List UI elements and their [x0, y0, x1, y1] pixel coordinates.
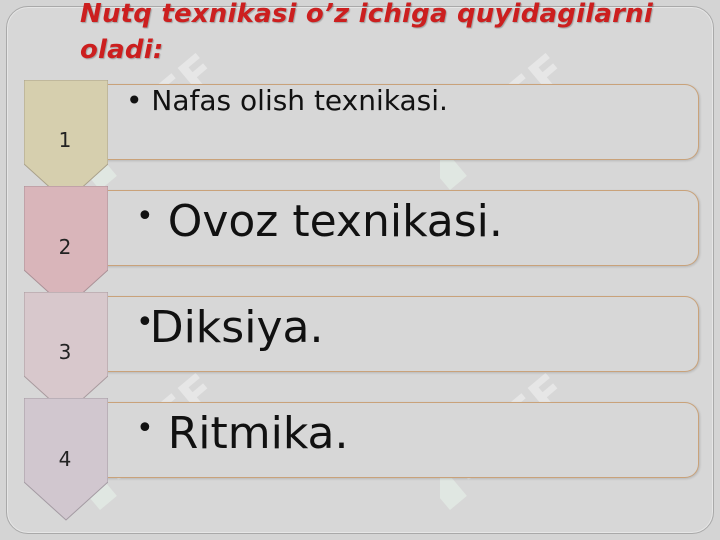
list-item-box-4 — [104, 402, 699, 478]
chevron-1 — [24, 80, 108, 203]
list-item-text-3: Diksiya. — [149, 302, 324, 353]
list-item-2: • Ovoz texnikasi. — [136, 196, 503, 247]
list-item-box-1 — [104, 84, 699, 160]
list-item-1: • Nafas olish texnikasi. — [126, 84, 448, 117]
chevron-3 — [24, 292, 108, 415]
list-item-text-1: Nafas olish texnikasi. — [151, 84, 448, 117]
list-item-4: • Ritmika. — [136, 408, 349, 459]
bullet-icon: • — [136, 411, 154, 446]
list-item-text-2: Ovoz texnikasi. — [167, 196, 503, 247]
chevron-4 — [24, 398, 108, 521]
bullet-icon: • — [126, 84, 143, 117]
list-item-box-3 — [104, 296, 699, 372]
step-number-4: 4 — [58, 447, 72, 471]
chevron-2 — [24, 186, 108, 309]
slide-title: Nutq texnikasi o’z ichiga quyidagilarni … — [80, 0, 653, 65]
bullet-icon: • — [136, 199, 154, 234]
step-number-3: 3 — [58, 340, 72, 364]
bullet-icon: • — [136, 305, 154, 340]
list-item-box-2 — [104, 190, 699, 266]
list-item-3: •Diksiya. — [136, 302, 323, 353]
step-number-2: 2 — [58, 235, 72, 259]
list-item-text-4: Ritmika. — [167, 408, 349, 459]
step-number-1: 1 — [58, 128, 72, 152]
